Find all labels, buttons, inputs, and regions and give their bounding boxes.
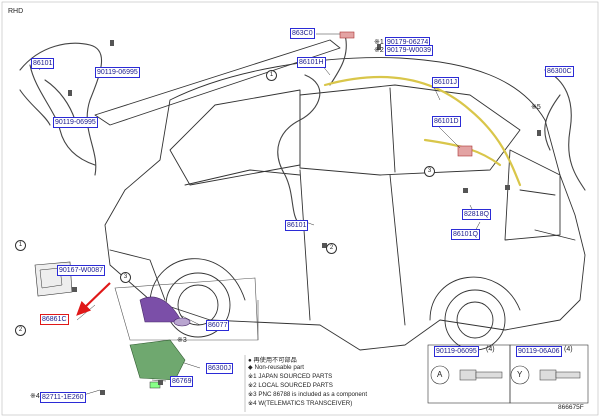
part-82818q[interactable]: 82818Q — [462, 209, 491, 220]
part-86300c[interactable]: 86300C — [545, 66, 574, 77]
note-japan-sourced: ※1 JAPAN SOURCED PARTS — [248, 373, 333, 380]
part-86101-left[interactable]: 86101 — [31, 58, 55, 69]
note-telematics: ※4 W(TELEMATICS TRANSCEIVER) — [248, 400, 353, 407]
part-86861c-highlighted[interactable]: 86861C — [40, 314, 69, 325]
part-90119-06995-a[interactable]: 90119-06995 — [95, 67, 140, 78]
letter-y: Y — [517, 370, 523, 379]
qty-4-b: (4) — [564, 346, 573, 353]
callout-1-inset: 1 — [15, 240, 26, 251]
part-86101j[interactable]: 86101J — [432, 77, 459, 88]
callout-3-car: 3 — [424, 166, 435, 177]
part-86077[interactable]: 86077 — [206, 320, 230, 331]
part-90119-06a06[interactable]: 90119-06A06 — [516, 346, 562, 357]
part-90179-w0039[interactable]: 90179-W0039 — [385, 45, 433, 56]
figure-id: 866675F — [558, 404, 584, 411]
qty-4-a: (4) — [486, 346, 495, 353]
mark-star3: ※3 — [177, 337, 187, 344]
part-86300j[interactable]: 86300J — [206, 363, 233, 374]
callout-2: 2 — [15, 325, 26, 336]
note-nonreusable-jp: ● 再使用不可部品 — [248, 357, 297, 364]
mark-star2: ※2 — [374, 47, 384, 54]
mark-star4: ※4 — [30, 393, 40, 400]
part-86101d[interactable]: 86101D — [432, 116, 461, 127]
note-local-sourced: ※2 LOCAL SOURCED PARTS — [248, 382, 333, 389]
part-863c0[interactable]: 863C0 — [290, 28, 315, 39]
rhd-label: RHD — [8, 8, 24, 15]
mark-star5: ※5 — [531, 104, 541, 111]
callout-2-car: 2 — [326, 243, 337, 254]
mark-star1: ※1 — [374, 39, 384, 46]
letter-a: A — [437, 370, 443, 379]
part-86101q[interactable]: 86101Q — [451, 229, 480, 240]
part-82711-1e260[interactable]: 82711-1E260 — [40, 392, 86, 403]
part-86101h[interactable]: 86101H — [297, 57, 326, 68]
callout-1: 1 — [266, 70, 277, 81]
note-nonreusable-en: ◆ Non-reusable part — [248, 364, 305, 371]
note-pnc-component: ※3 PNC 86788 is included as a component — [248, 391, 368, 398]
part-86769[interactable]: 86769 — [170, 376, 194, 387]
part-90119-06095[interactable]: 90119-06095 — [434, 346, 479, 357]
part-86101-center[interactable]: 86101 — [285, 220, 309, 231]
callout-3: 3 — [120, 272, 131, 283]
part-90119-06995-b[interactable]: 90119-06995 — [53, 117, 98, 128]
part-90167-w0087[interactable]: 90167-W0087 — [57, 265, 105, 276]
